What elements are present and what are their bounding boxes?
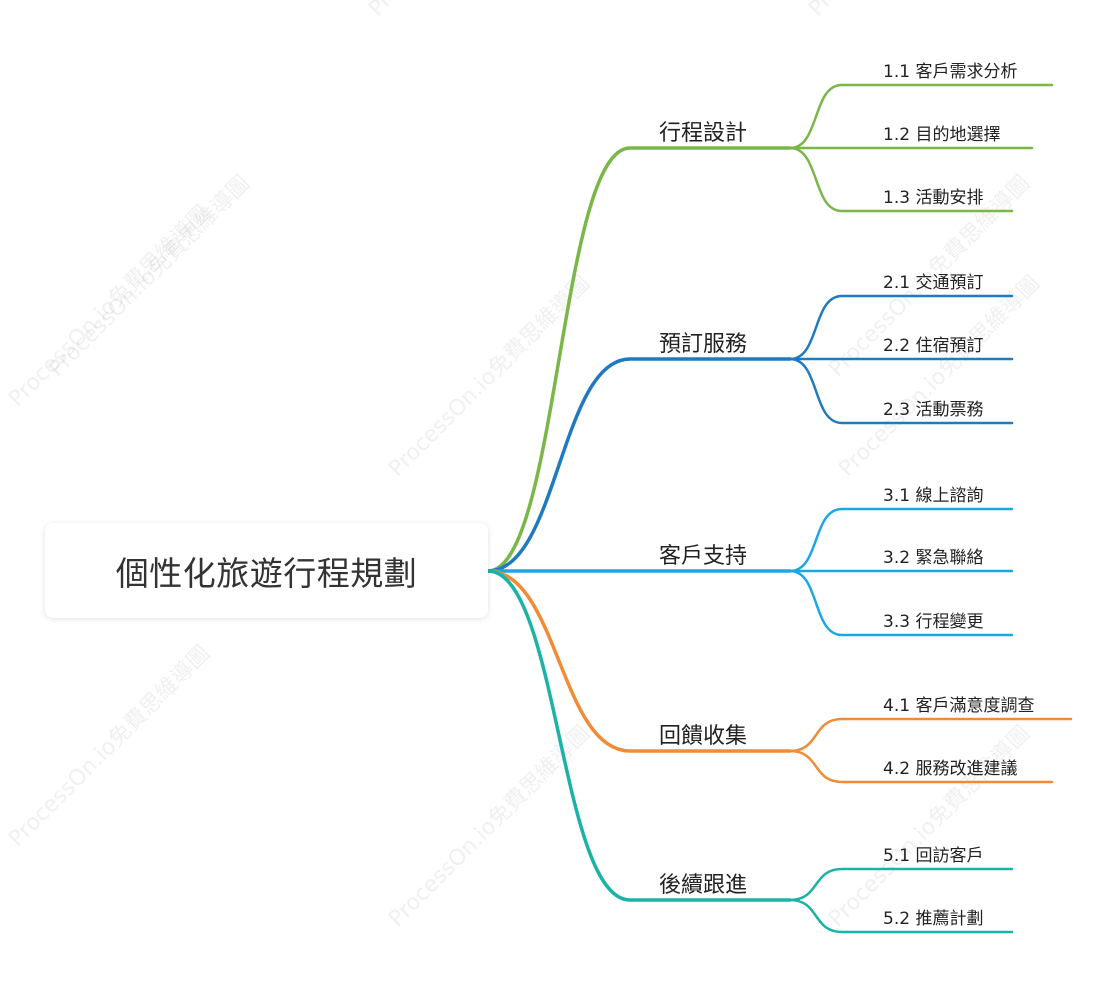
branch-label-3[interactable]: 客戶支持 [659, 544, 748, 569]
branch-label-2[interactable]: 預訂服務 [659, 332, 748, 357]
branch-connector-2 [486, 357, 792, 573]
leaf-label-3-2[interactable]: 3.2 緊急聯絡 [883, 548, 984, 568]
leaf-label-5-1[interactable]: 5.1 回訪客戶 [883, 846, 984, 866]
leaf-connector-3-1 [788, 507, 1014, 573]
leaf-label-2-3[interactable]: 2.3 活動票務 [883, 400, 984, 420]
leaf-connector-1-1 [788, 83, 1054, 150]
branch-label-1[interactable]: 行程設計 [659, 121, 748, 146]
leaf-label-1-2[interactable]: 1.2 目的地選擇 [883, 125, 1001, 145]
leaf-label-4-2[interactable]: 4.2 服務改進建議 [883, 759, 1018, 779]
root-node-label: 個性化旅遊行程規劃 [115, 553, 418, 593]
leaf-label-5-2[interactable]: 5.2 推薦計劃 [883, 909, 984, 929]
leaf-label-2-2[interactable]: 2.2 住宿預訂 [883, 336, 984, 356]
leaf-label-4-1[interactable]: 4.1 客戶滿意度調查 [883, 696, 1035, 716]
branch-label-5[interactable]: 後續跟進 [659, 873, 748, 898]
leaf-connector-2-1 [788, 294, 1014, 361]
leaf-connector-5-2 [788, 898, 1014, 934]
root-node[interactable]: 個性化旅遊行程規劃 [45, 523, 488, 618]
leaf-connector-5-1 [788, 867, 1014, 902]
branch-connector-4 [486, 569, 792, 753]
leaf-label-1-1[interactable]: 1.1 客戶需求分析 [883, 62, 1018, 82]
leaf-connector-2-3 [788, 357, 1014, 425]
branch-label-4[interactable]: 回饋收集 [659, 724, 748, 749]
leaf-label-2-1[interactable]: 2.1 交通預訂 [883, 273, 984, 293]
leaf-connector-4-1 [788, 717, 1073, 753]
leaf-connector-1-3 [788, 146, 1014, 213]
branch-connector-1 [486, 146, 792, 573]
leaf-connector-3-3 [788, 569, 1014, 637]
leaf-connector-4-2 [788, 749, 1054, 784]
branch-connector-5 [486, 569, 792, 902]
leaf-label-3-1[interactable]: 3.1 線上諮詢 [883, 486, 984, 506]
leaf-label-3-3[interactable]: 3.3 行程變更 [883, 612, 984, 632]
leaf-label-1-3[interactable]: 1.3 活動安排 [883, 188, 984, 208]
